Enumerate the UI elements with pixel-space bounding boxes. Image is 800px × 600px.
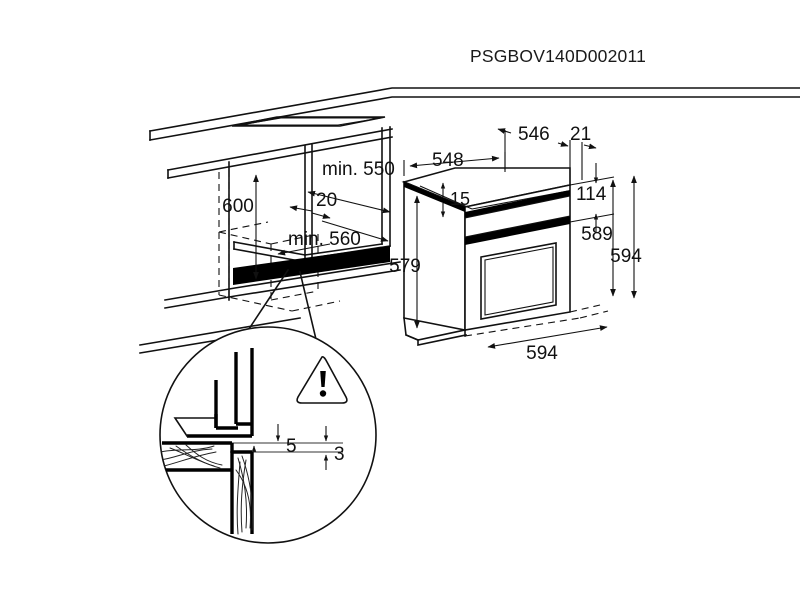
dimension-label-594-width: 594 [526, 343, 558, 364]
hob-cutout [231, 116, 386, 127]
dimension-label-546: 546 [518, 124, 550, 145]
oven-unit [401, 167, 609, 346]
oven-control-panel-band [465, 216, 570, 245]
dimension-label-594-height: 594 [610, 246, 642, 267]
wood-grain-left [160, 444, 223, 469]
detail-dimension-5: 5 [251, 424, 297, 457]
cabinet-plinth [233, 246, 390, 285]
oven-dimension-group: 548 546 21 15 [389, 124, 642, 364]
dimension-upper-width: 546 [497, 124, 550, 172]
dimension-label-114: 114 [576, 184, 607, 205]
oven-door-glass [480, 242, 557, 320]
dimension-door-height: 589 [581, 179, 616, 297]
dimension-total-height: 594 [610, 175, 642, 299]
dimension-label-20: 20 [316, 190, 337, 211]
warning-exclamation-bar [320, 371, 326, 387]
dimension-total-width: 594 [487, 325, 608, 364]
dimension-niche-depth: min. 550 [307, 159, 395, 214]
dimension-front-gap: 20 [289, 190, 337, 219]
oven-control-panel-top-edge [465, 190, 570, 218]
dimension-body-height: 579 [389, 195, 421, 329]
detail-dimension-3: 3 [323, 426, 345, 470]
dimension-top-offset: 15 [440, 182, 470, 218]
dimension-label-5: 5 [286, 436, 297, 457]
drawing-reference-code: PSGBOV140D002011 [470, 46, 646, 66]
dimension-label-589: 589 [581, 224, 613, 245]
wood-grain-right [235, 455, 253, 535]
dimension-label-min-560: min. 560 [288, 229, 361, 250]
detail-contents: 5 3 [160, 348, 348, 535]
dimension-label-3: 3 [334, 444, 345, 465]
oven-base-foot [403, 317, 467, 346]
oven-hidden-base-edges [464, 304, 609, 337]
warning-exclamation-dot [319, 390, 327, 397]
dimension-label-579: 579 [389, 256, 421, 277]
dimension-label-min-550: min. 550 [322, 159, 395, 180]
cabinet-dimension-group: 600 min. 550 20 min. 560 [222, 159, 395, 280]
dimension-label-15: 15 [450, 189, 470, 209]
dimension-label-548: 548 [432, 150, 464, 171]
dimension-niche-height: 600 [222, 174, 259, 280]
warning-triangle-icon [296, 356, 348, 404]
dimension-label-21: 21 [570, 124, 591, 145]
dimension-trim-offset: 21 [557, 124, 597, 186]
oven-top-front-lip [404, 182, 465, 212]
dimension-panel-height: 114 [569, 163, 615, 233]
worktop [149, 87, 800, 179]
dimension-label-600: 600 [222, 196, 254, 217]
dimension-top-depth: 548 [403, 150, 506, 176]
dimension-niche-width: min. 560 [277, 220, 389, 256]
detail-view-circle: 5 3 [159, 326, 377, 544]
